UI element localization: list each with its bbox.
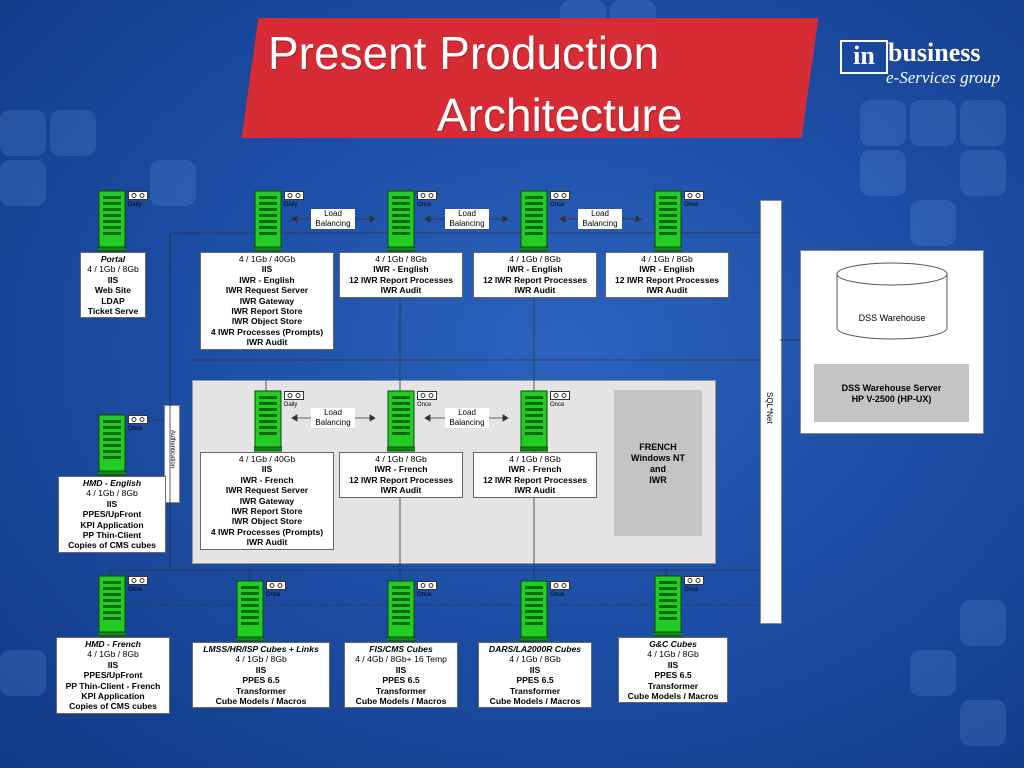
dss-server-label: DSS Warehouse Server HP V-2500 (HP-UX) (841, 383, 942, 404)
server-icon (520, 190, 548, 252)
hmd-french-schedule-label: Once (128, 587, 143, 593)
iwr-english-node-3-schedule-label: Once (550, 202, 565, 208)
dss-server-box (814, 364, 969, 422)
server-icon (387, 190, 415, 252)
slide-title-line-2: Architecture (437, 89, 683, 141)
gc-cubes-schedule-label: Once (684, 587, 699, 593)
dss-warehouse-label: DSS Warehouse (858, 313, 926, 323)
server-icon (654, 190, 682, 252)
tape-backup-icon (550, 581, 570, 590)
server-icon (520, 580, 548, 642)
server-icon (98, 414, 126, 476)
server-icon (98, 190, 126, 252)
iwr-english-main-info-box: 4 / 1Gb / 40Gb IIS IWR - English IWR Req… (200, 252, 334, 350)
french-windows-box (614, 390, 702, 536)
iwr-english-node-3-info-box: 4 / 1Gb / 8Gb IWR - English 12 IWR Repor… (473, 252, 597, 298)
server-icon (254, 390, 282, 452)
hmd-english-info-box: HMD - English 4 / 1Gb / 8Gb IIS PPES/UpF… (58, 476, 166, 553)
iwr-french-main-info-box: 4 / 1Gb / 40Gb IIS IWR - French IWR Requ… (200, 452, 334, 550)
portal-schedule-label: Daily (128, 202, 142, 208)
server-icon (236, 580, 264, 642)
load-balancing-label: Load Balancing (445, 408, 489, 428)
server-icon (387, 580, 415, 642)
load-balancing-label: Load Balancing (445, 209, 489, 229)
tape-backup-icon (684, 191, 704, 200)
dars-cubes-schedule-label: Once (550, 592, 565, 598)
logo-subtitle: e-Services group (886, 68, 1001, 87)
load-balancing-label: Load Balancing (311, 209, 355, 229)
tape-backup-icon (417, 581, 437, 590)
tape-backup-icon (284, 191, 304, 200)
tape-backup-icon (417, 391, 437, 400)
french-windows-label: FRENCH Windows NT and IWR (631, 442, 685, 485)
tape-backup-icon (266, 581, 286, 590)
server-icon (654, 575, 682, 637)
sqlnet-bus (760, 200, 782, 624)
tape-backup-icon (128, 191, 148, 200)
server-icon (520, 390, 548, 452)
hmd-french-info-box: HMD - French 4 / 1Gb / 8Gb IIS PPES/UpFr… (56, 637, 170, 714)
tape-backup-icon (284, 391, 304, 400)
logo-name: business (888, 38, 981, 67)
server-icon (98, 575, 126, 637)
server-icon (254, 190, 282, 252)
portal-info-box: Portal 4 / 1Gb / 8Gb IIS Web Site LDAP T… (80, 252, 146, 319)
iwr-english-node-4-info-box: 4 / 1Gb / 8Gb IWR - English 12 IWR Repor… (605, 252, 729, 298)
iwr-french-node-3-schedule-label: Once (550, 402, 565, 408)
load-balancing-label: Load Balancing (311, 408, 355, 428)
tape-backup-icon (550, 191, 570, 200)
tape-backup-icon (128, 415, 148, 424)
hmd-english-schedule-label: Once (128, 426, 143, 432)
iwr-english-node-4-schedule-label: Once (684, 202, 699, 208)
iwr-french-node-2-schedule-label: Once (417, 402, 432, 408)
gc-cubes-info-box: G&C Cubes 4 / 1Gb / 8Gb IIS PPES 6.5 Tra… (618, 637, 728, 704)
logo-mark: in (840, 40, 888, 74)
iwr-french-node-2-info-box: 4 / 1Gb / 8Gb IWR - French 12 IWR Report… (339, 452, 463, 498)
iwr-english-main-schedule-label: Daily (284, 202, 298, 208)
iwr-english-node-2-schedule-label: Once (417, 202, 432, 208)
load-balancing-label: Load Balancing (578, 209, 622, 229)
lmss-cubes-info-box: LMSS/HR/ISP Cubes + Links 4 / 1Gb / 8Gb … (192, 642, 330, 709)
tape-backup-icon (417, 191, 437, 200)
lmss-cubes-schedule-label: Once (266, 592, 281, 598)
tape-backup-icon (550, 391, 570, 400)
iwr-english-node-2-info-box: 4 / 1Gb / 8Gb IWR - English 12 IWR Repor… (339, 252, 463, 298)
fis-cms-cubes-info-box: FIS/CMS Cubes 4 / 4Gb / 8Gb+ 16 Temp IIS… (344, 642, 458, 709)
tape-backup-icon (684, 576, 704, 585)
iwr-french-main-schedule-label: Daily (284, 402, 298, 408)
dars-cubes-info-box: DARS/LA2000R Cubes 4 / 1Gb / 8Gb IIS PPE… (478, 642, 592, 709)
database-icon (836, 262, 948, 340)
slide-title-line-1: Present Production (268, 27, 660, 79)
authentication-bar (164, 405, 180, 503)
company-logo: in business e-Services group (838, 38, 1002, 90)
iwr-french-node-3-info-box: 4 / 1Gb / 8Gb IWR - French 12 IWR Report… (473, 452, 597, 498)
tape-backup-icon (128, 576, 148, 585)
server-icon (387, 390, 415, 452)
fis-cms-cubes-schedule-label: Once (417, 592, 432, 598)
